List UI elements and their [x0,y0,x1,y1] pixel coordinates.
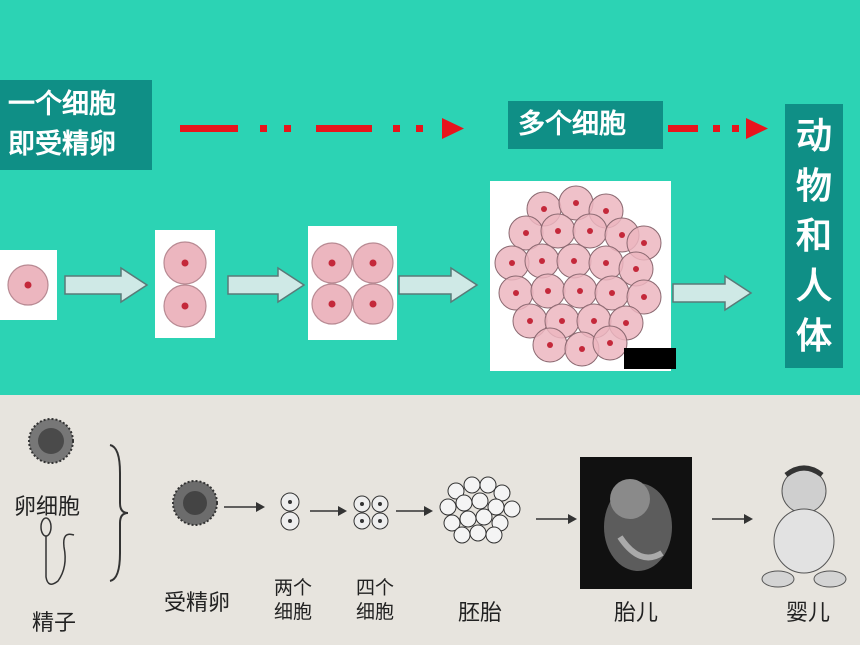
four-cells-image [308,226,397,340]
egg-cell-image [28,418,74,464]
two-cells-sketch [280,492,300,531]
brace-icon [109,444,129,582]
two-cells-label-1: 两个 [273,577,312,599]
animal-human-char-3: 和 [795,216,832,257]
animal-human-char-5: 体 [795,316,832,357]
arrow-icon [712,514,753,524]
two-cells-label-2: 细胞 [273,601,312,623]
many-cells-label: 多个细胞 [508,101,663,149]
block-arrow-2 [227,266,306,304]
animal-human-label: 动 物 和 人 体 [785,104,843,368]
embryo-sketch [439,476,521,544]
arrow-icon [224,502,265,512]
egg-cell-label: 卵细胞 [14,495,81,520]
baby-label: 婴儿 [786,601,831,626]
fertilized-egg-label: 受精卵 [164,591,231,616]
many-cells-image [490,181,671,371]
single-cell-image [0,250,57,320]
animal-human-char-2: 物 [795,166,832,207]
arrow-icon [536,514,577,524]
fertilized-egg-image [172,480,218,526]
fetus-label: 胎儿 [614,601,659,626]
four-cells-label-1: 四个 [355,577,394,599]
dashed-arrow-2 [668,118,768,139]
one-cell-label: 一个细胞 即受精卵 [0,80,152,170]
four-cells-label-2: 细胞 [355,601,394,623]
animal-human-char-4: 人 [795,266,832,307]
block-arrow-4 [672,274,753,312]
embryo-label: 胚胎 [458,601,503,626]
arrow-icon [310,506,347,516]
block-arrow-3 [398,266,479,304]
fetus-photo [580,457,692,589]
animal-human-char-1: 动 [795,116,832,157]
development-illustration: 卵细胞 精子 受精卵 两个 细胞 四个 细胞 胚胎 [0,395,860,645]
baby-image [761,465,847,588]
fertilized-egg-text: 即受精卵 [8,129,116,160]
many-cells-text: 多个细胞 [518,109,626,140]
four-cells-sketch [353,495,389,530]
one-cell-text: 一个细胞 [8,89,116,120]
arrow-icon [396,506,433,516]
black-tag [624,348,676,369]
dashed-arrow-1 [180,118,464,139]
sperm-label: 精子 [32,611,77,636]
two-cells-image [155,230,215,338]
block-arrow-1 [64,266,149,304]
sperm-image [40,517,75,585]
